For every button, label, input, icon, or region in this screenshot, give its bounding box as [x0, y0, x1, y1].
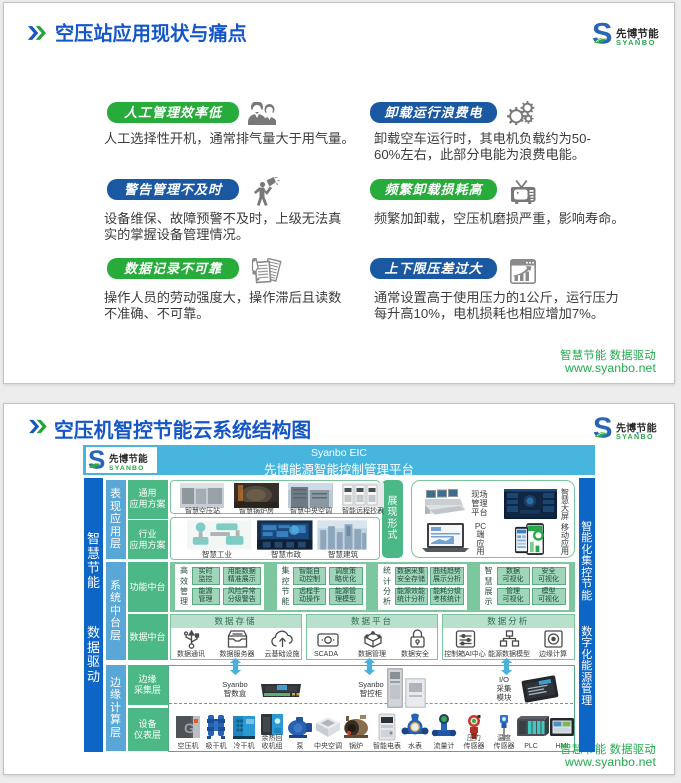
svg-text:SYANBO: SYANBO	[109, 465, 145, 472]
svg-text:SYANBO: SYANBO	[616, 38, 656, 46]
svg-text:先博节能: 先博节能	[616, 27, 659, 40]
svg-text:先博节能: 先博节能	[109, 453, 148, 465]
svg-text:G: G	[184, 720, 195, 736]
svg-text:先博节能: 先博节能	[616, 421, 657, 434]
svg-text:SYANBO: SYANBO	[616, 433, 654, 440]
